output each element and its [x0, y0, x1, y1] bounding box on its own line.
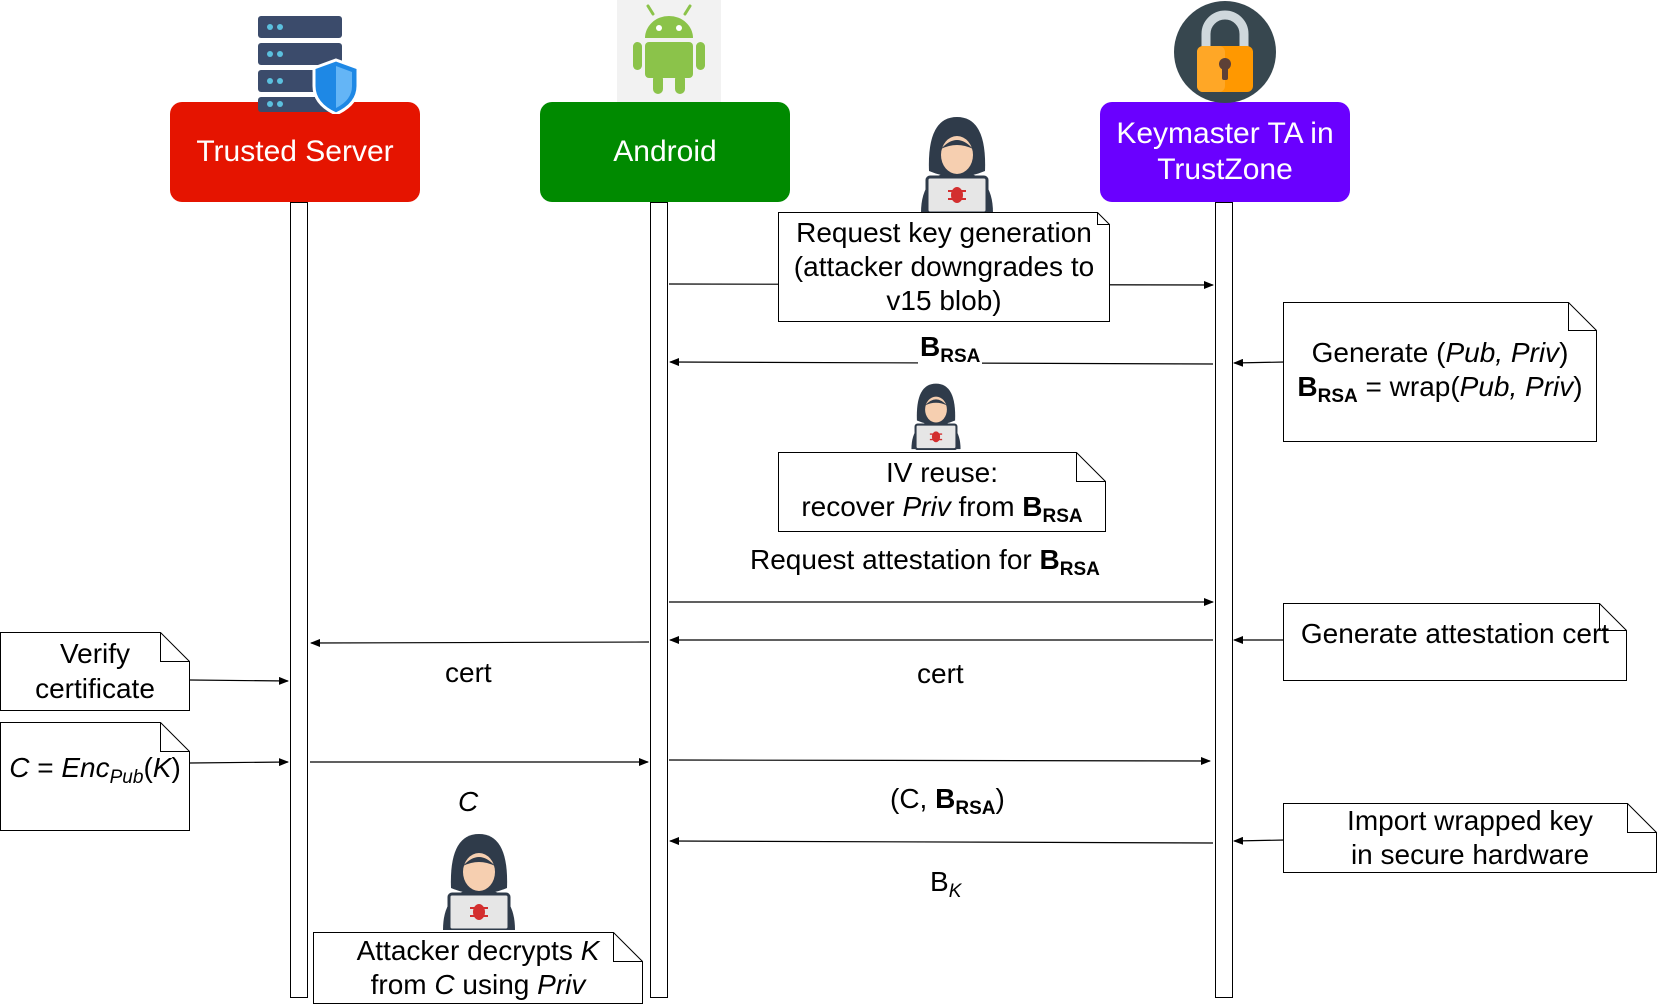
arrow-c-brsa — [668, 756, 1211, 765]
msg-label-request-attestation: Request attestation for BRSA — [748, 543, 1102, 582]
android-robot-icon — [617, 0, 721, 102]
actor-label: Trusted Server — [196, 135, 394, 168]
note-line: Generate (Pub, Priv) — [1311, 336, 1569, 368]
note-generate-keys: Generate (Pub, Priv) BRSA = wrap(Pub, Pr… — [1283, 302, 1597, 442]
msg-label-bk: BK — [928, 865, 964, 904]
actor-keymaster: Keymaster TA in TrustZone — [1100, 102, 1350, 202]
msg-label-b-rsa: BRSA — [918, 330, 983, 369]
note-line: v15 blob) — [886, 285, 1002, 317]
actor-android: Android — [540, 102, 790, 202]
note-line: BRSA = wrap(Pub, Priv) — [1297, 370, 1583, 407]
actor-trusted-server: Trusted Server — [170, 102, 420, 202]
note-line: Attacker decrypts K — [356, 934, 600, 966]
keymaster-lifeline — [1215, 202, 1233, 998]
note-line: (attacker downgrades to — [793, 250, 1095, 282]
note-line: IV reuse: — [885, 456, 999, 488]
arrow-bk — [669, 837, 1214, 846]
hacker-icon — [921, 117, 993, 213]
note-line: in secure hardware — [1350, 839, 1590, 870]
note-line: C = EncPub(K) — [9, 752, 181, 789]
note-line: Generate attestation cert — [1300, 617, 1610, 649]
padlock-icon — [1174, 1, 1276, 103]
arrow-enc-note — [189, 758, 289, 767]
arrow-generate-note — [1233, 358, 1286, 367]
arrow-import-note — [1233, 836, 1286, 845]
arrow-verify-note — [189, 676, 289, 685]
arrow-cert-server — [310, 638, 650, 647]
note-line: from C using Priv — [370, 969, 586, 1000]
server-lifeline — [290, 202, 308, 998]
actor-label: Android — [613, 135, 717, 168]
note-line: Request key generation — [796, 216, 1092, 248]
hacker-icon — [911, 383, 961, 450]
msg-label-cert-android: cert — [915, 657, 966, 691]
note-line: Import wrapped key — [1347, 804, 1593, 836]
android-lifeline — [650, 202, 668, 998]
note-generate-cert: Generate attestation cert — [1283, 603, 1627, 681]
msg-label-cert-server: cert — [443, 656, 494, 690]
note-line: recover Priv from BRSA — [801, 490, 1083, 527]
hacker-icon — [443, 834, 515, 930]
actor-label-line1: Keymaster TA in — [1116, 117, 1334, 150]
actor-label-line2: TrustZone — [1157, 153, 1293, 186]
note-line: Verify — [59, 638, 131, 670]
msg-label-c-brsa: (C, BRSA) — [888, 782, 1007, 821]
note-request-keygen: Request key generation (attacker downgra… — [778, 212, 1110, 322]
msg-label-c: C — [456, 785, 481, 819]
note-encrypt: C = EncPub(K) — [0, 722, 190, 831]
note-line: certificate — [35, 672, 155, 704]
note-iv-reuse: IV reuse: recover Priv from BRSA — [778, 452, 1106, 532]
note-attacker-decrypts: Attacker decrypts K from C using Priv — [313, 932, 643, 1004]
note-verify-cert: Verify certificate — [0, 632, 190, 711]
server-shield-icon — [258, 16, 360, 114]
note-import-key: Import wrapped key in secure hardware — [1283, 803, 1657, 873]
